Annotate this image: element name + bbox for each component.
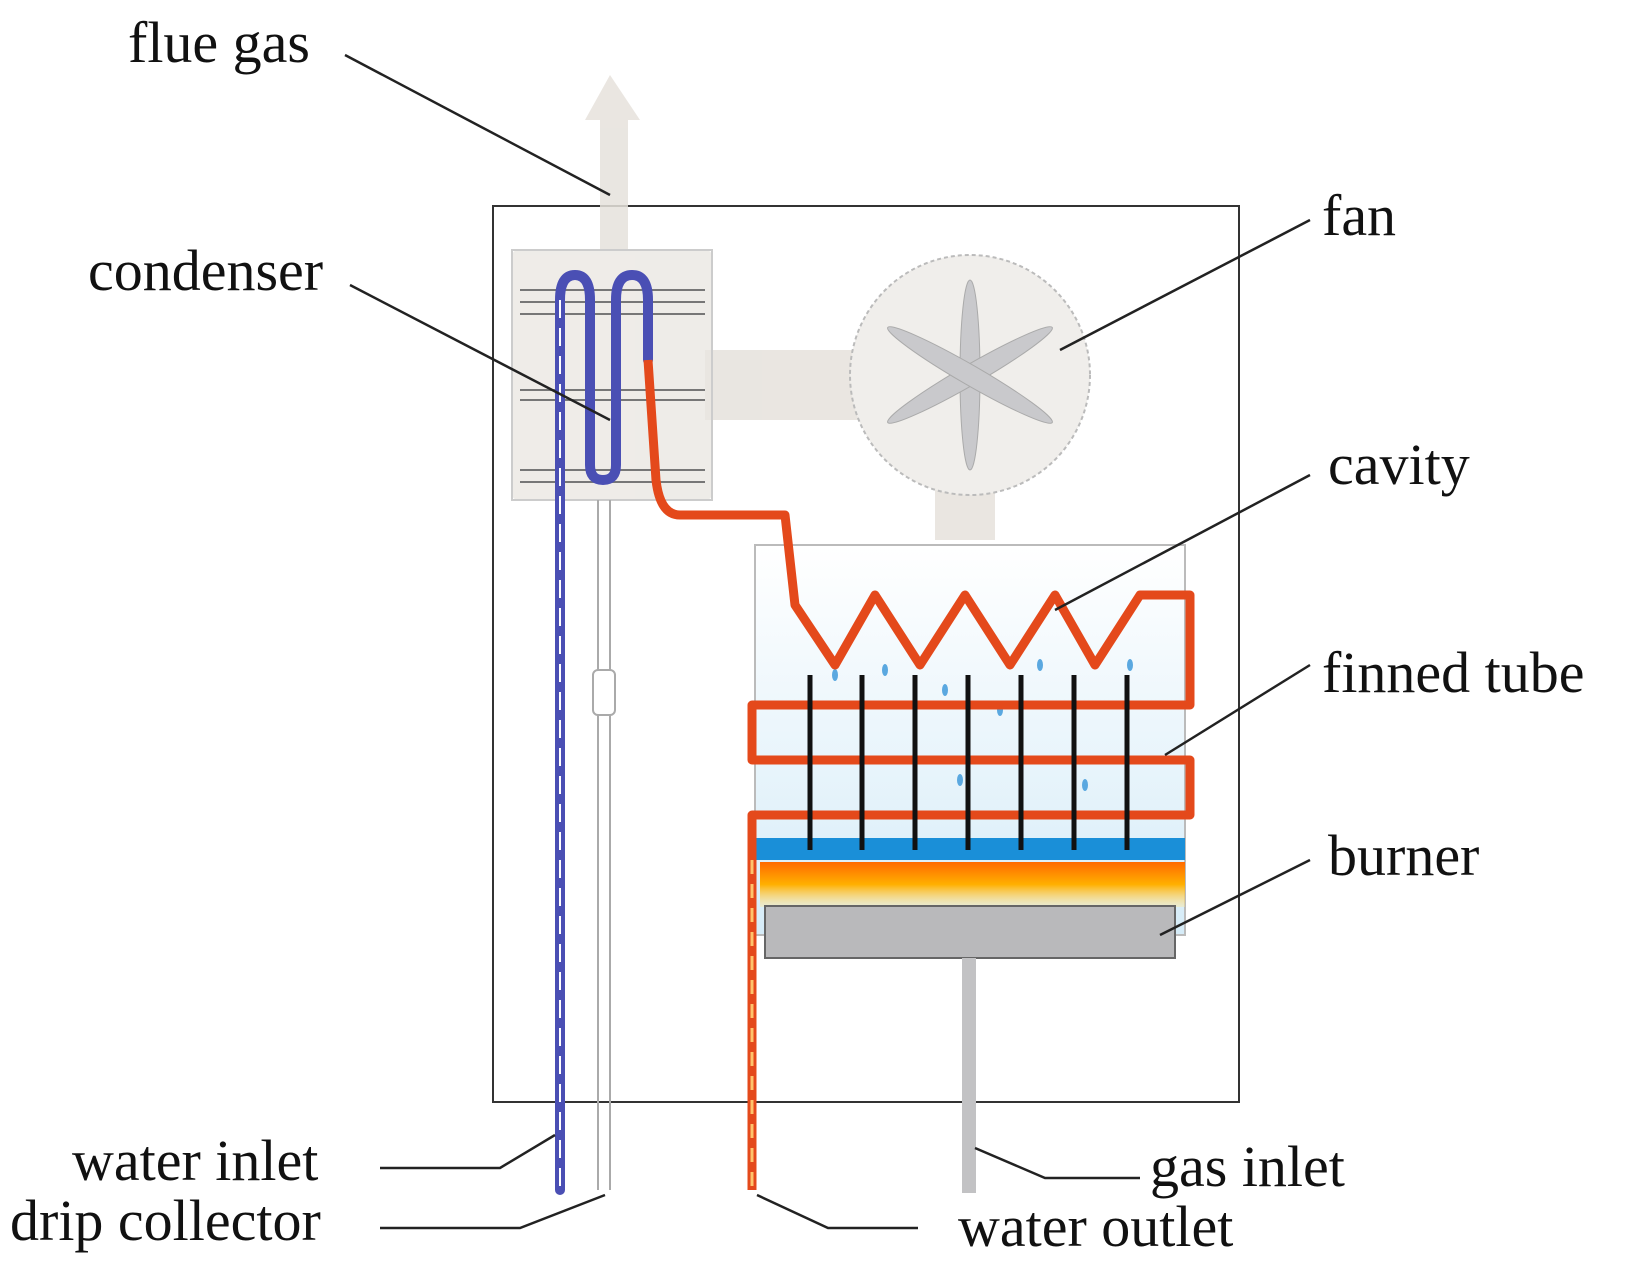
label-flue-gas: flue gas [128, 10, 310, 75]
fan-blades [887, 279, 1053, 471]
label-water-inlet: water inlet [72, 1128, 318, 1193]
drip-collector-pipe [592, 500, 616, 1190]
label-cavity: cavity [1328, 432, 1470, 497]
label-drip-collector: drip collector [10, 1188, 321, 1253]
label-burner: burner [1328, 823, 1479, 888]
cold-water-pipe [555, 269, 653, 1195]
label-condenser: condenser [88, 238, 323, 303]
gas-inlet-pipe [962, 958, 976, 1193]
flame [760, 862, 1185, 907]
label-water-outlet: water outlet [958, 1194, 1233, 1259]
boiler-casing [492, 205, 1240, 1103]
fins [807, 675, 1130, 850]
leader-lines [344, 53, 1311, 1230]
label-gas-inlet: gas inlet [1150, 1134, 1345, 1199]
label-fan: fan [1322, 183, 1396, 248]
label-finned-tube: finned tube [1322, 640, 1585, 705]
fan [849, 254, 1091, 496]
burner-plate [764, 905, 1176, 959]
